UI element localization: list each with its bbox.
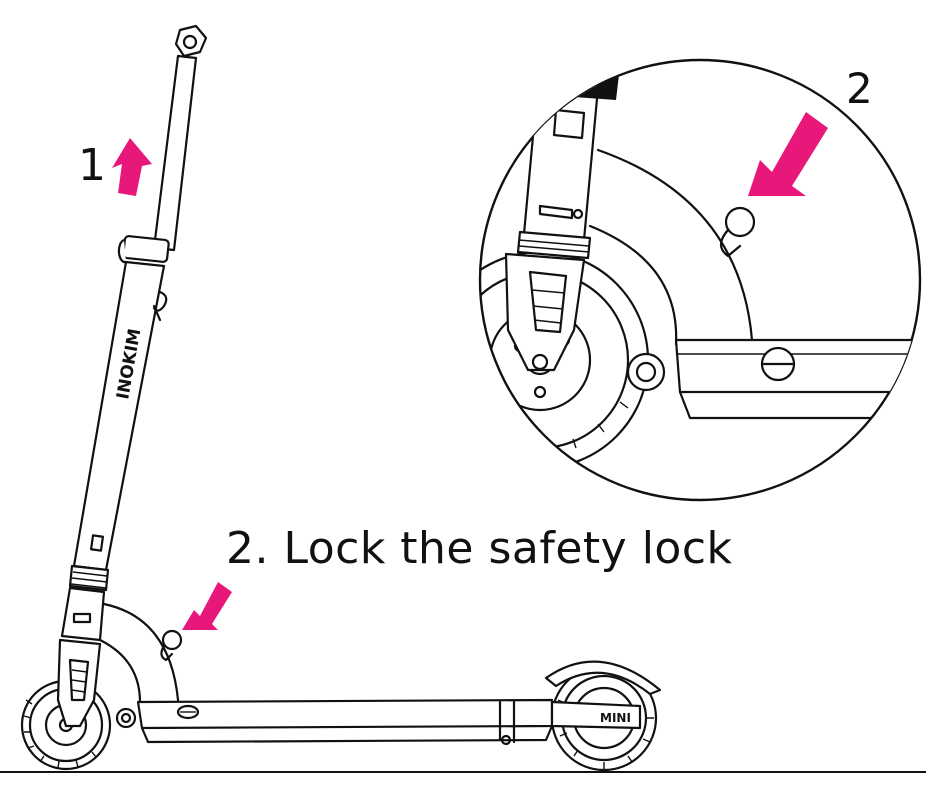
neck-fender — [98, 602, 180, 704]
instruction-caption: 2. Lock the safety lock — [226, 523, 733, 574]
arrow-down-left-icon — [182, 582, 232, 630]
deck-logo: MINI — [600, 711, 631, 725]
arrow-up-icon — [112, 138, 152, 196]
detail-zoom-circle — [478, 58, 922, 502]
steering-stem — [60, 24, 208, 642]
step-2-label: 2 — [846, 64, 873, 113]
rear-wheel: MINI — [544, 660, 662, 772]
step-1-label: 1 — [78, 140, 106, 191]
front-fork — [56, 638, 102, 728]
arrow-down-left-icon — [748, 112, 828, 196]
deck — [115, 698, 554, 746]
safety-lock — [160, 629, 183, 662]
